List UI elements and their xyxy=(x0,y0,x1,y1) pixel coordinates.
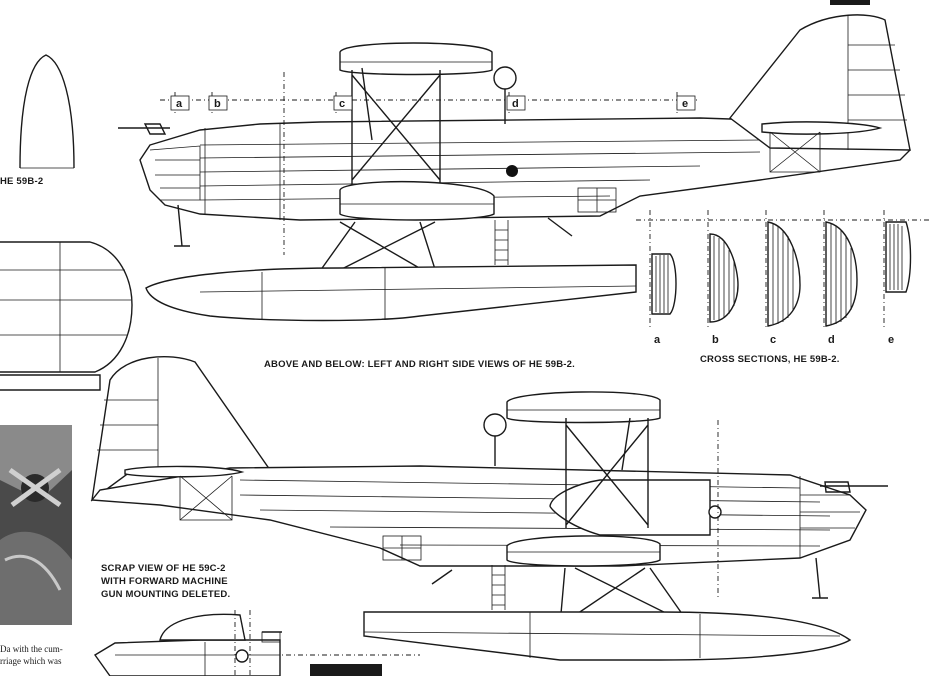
fragment-front-view xyxy=(0,241,133,391)
section-marker-a: a xyxy=(176,98,183,110)
cross-section-label-b: b xyxy=(712,334,719,346)
side-views-caption: ABOVE AND BELOW: LEFT AND RIGHT SIDE VIE… xyxy=(264,359,575,370)
cross-section-label-c: c xyxy=(770,334,776,346)
aircraft-left-side-view xyxy=(118,14,911,322)
cross-sections: a b c d e xyxy=(636,210,930,346)
scrap-view-he-59c-2 xyxy=(93,610,282,676)
cropped-text-fragment xyxy=(830,0,870,5)
scrap-view-caption-line-3: GUN MOUNTING DELETED. xyxy=(101,589,231,600)
section-marker-b: b xyxy=(214,98,221,110)
cross-section-label-a: a xyxy=(654,334,661,346)
aircraft-right-side-view xyxy=(90,355,888,661)
section-marker-e: e xyxy=(682,98,688,110)
cross-section-label-d: d xyxy=(828,334,835,346)
cross-sections-caption: CROSS SECTIONS, HE 59B-2. xyxy=(700,354,840,365)
top-left-label: HE 59B-2 xyxy=(0,176,44,187)
scrap-view-caption-line-2: WITH FORWARD MACHINE xyxy=(101,576,228,587)
section-marker-c: c xyxy=(339,98,345,110)
photo-fragment xyxy=(0,425,72,625)
body-text-line-2: rriage which was xyxy=(0,656,62,666)
scale-bar-fragment xyxy=(310,664,382,676)
scrap-view-caption-line-1: SCRAP VIEW OF HE 59C-2 xyxy=(101,563,226,574)
fragment-top-view-nose xyxy=(19,54,75,169)
section-markers: a b c d e xyxy=(170,95,696,111)
cross-section-label-e: e xyxy=(888,334,894,346)
body-text-line-1: Da with the cum- xyxy=(0,644,63,654)
section-marker-d: d xyxy=(512,98,519,110)
